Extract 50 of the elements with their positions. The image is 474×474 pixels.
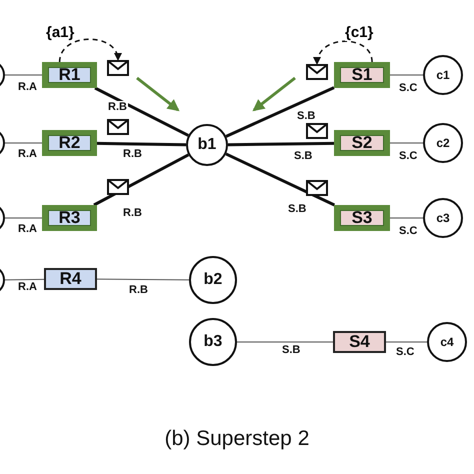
vertex-circle: b3 — [189, 318, 237, 366]
dashed-arrow — [58, 38, 121, 62]
connector-line — [390, 142, 424, 144]
vertex-circle: c2 — [423, 123, 463, 163]
vertex-circle: c3 — [423, 198, 463, 238]
vertex-box: R4 — [44, 268, 97, 290]
envelope-icon — [306, 64, 328, 80]
dashed-arrow — [314, 40, 373, 65]
edge-label: S.B — [296, 110, 316, 122]
edge-label: R.A — [17, 148, 38, 160]
connector-line — [96, 278, 190, 280]
edge-label: S.B — [293, 150, 314, 162]
edge-label: R.B — [122, 148, 143, 160]
vertex-circle: b1 — [186, 124, 228, 166]
edge-label: S.C — [398, 82, 418, 94]
connector-line — [93, 154, 190, 206]
edge-label: {a1} — [46, 25, 74, 41]
edge-label: R.B — [122, 207, 143, 219]
edge-label: R.A — [17, 223, 38, 235]
connector-line — [96, 142, 186, 146]
edge-label: {c1} — [345, 25, 374, 41]
edge-label: S.C — [398, 225, 418, 237]
vertex-circle: c1 — [423, 55, 463, 95]
connector-line — [228, 142, 334, 146]
edge-label: R.A — [17, 81, 38, 93]
highlighted-vertex-box: R1 — [42, 62, 97, 88]
edge-label: S.B — [281, 344, 302, 356]
connector-line — [94, 86, 189, 137]
edge-label: R.A — [17, 281, 38, 293]
edge-label: S.C — [395, 346, 416, 358]
highlighted-vertex-box: S1 — [334, 62, 390, 88]
envelope-icon — [107, 60, 129, 76]
vertex-circle: c4 — [427, 322, 467, 362]
connector-line — [4, 278, 44, 280]
connector-line — [225, 152, 336, 206]
connector-line — [390, 74, 424, 76]
connector-line — [226, 86, 335, 138]
highlighted-vertex-box: S2 — [334, 130, 390, 156]
edge-label: S.C — [398, 150, 418, 162]
highlighted-vertex-box: S3 — [334, 205, 390, 231]
caption: (b) Superstep 2 — [164, 427, 310, 450]
edge-label: S.B — [287, 203, 308, 215]
vertex-box: S4 — [333, 331, 386, 353]
connector-line — [4, 74, 42, 76]
highlighted-vertex-box: R2 — [42, 130, 97, 156]
vertex-circle: b2 — [189, 256, 237, 304]
highlighted-vertex-box: R3 — [42, 205, 97, 231]
edge-label: R.B — [107, 101, 128, 113]
edge-label: R.B — [128, 284, 149, 296]
connector-line — [4, 142, 42, 144]
